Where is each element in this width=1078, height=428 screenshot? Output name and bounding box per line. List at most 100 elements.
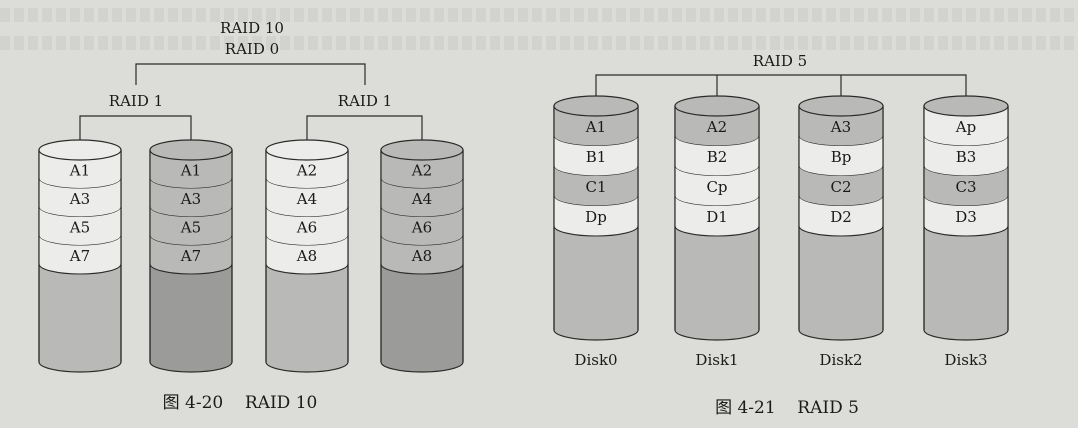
- raid5-caption: 图 4-21 RAID 5: [715, 398, 859, 418]
- disk-block: [39, 235, 121, 274]
- disk-block: [381, 150, 463, 189]
- raid1-connector-right: [306, 115, 423, 142]
- disk-block-divider: [38, 206, 122, 218]
- disk-block-divider: [798, 135, 884, 147]
- disk-block-label: C1: [585, 178, 606, 196]
- disk-block-divider: [380, 235, 464, 247]
- disk-block-divider: [265, 206, 349, 218]
- disk-block-label: A7: [180, 247, 201, 265]
- disk-top: [38, 139, 122, 161]
- disk-block-label: Dp: [585, 208, 607, 226]
- raid5-connector: [595, 74, 967, 97]
- raid1-label-right: RAID 1: [338, 92, 392, 110]
- disk-block-divider: [798, 225, 884, 237]
- disk-label: Disk1: [695, 351, 738, 369]
- disk-block-label: B3: [956, 148, 977, 166]
- disk-block-divider: [674, 195, 760, 207]
- disk-block-label: A5: [69, 218, 90, 236]
- disk-block-label: A1: [585, 118, 606, 136]
- disk-block: [554, 196, 638, 236]
- disk-top: [265, 139, 349, 161]
- disk-block: [266, 235, 348, 274]
- disk-block: [924, 106, 1008, 146]
- disk-block-label: A2: [411, 161, 432, 179]
- disk-block-divider: [923, 225, 1009, 237]
- disk-block-divider: [674, 225, 760, 237]
- disk-block-divider: [38, 235, 122, 247]
- disk-block-label: C3: [955, 178, 976, 196]
- disk-label: Disk3: [944, 351, 987, 369]
- disk-top: [923, 95, 1009, 117]
- disk-block: [799, 166, 883, 206]
- disk-block: [150, 235, 232, 274]
- disk-block: [924, 196, 1008, 236]
- disk-block: [39, 207, 121, 246]
- disk-block: [150, 178, 232, 217]
- raid0-title: RAID 0: [225, 40, 279, 58]
- disk-block-label: A4: [411, 190, 432, 208]
- disk-block: [39, 150, 121, 189]
- disk-block-divider: [553, 135, 639, 147]
- disk-block-divider: [149, 235, 233, 247]
- disk-top: [380, 139, 464, 161]
- disk-block: [266, 207, 348, 246]
- disk-block-divider: [265, 263, 349, 275]
- disk-top: [553, 95, 639, 117]
- disk-block-divider: [149, 263, 233, 275]
- raid1-connector-left: [79, 115, 192, 142]
- raid0-connector: [135, 63, 366, 85]
- disk-block-label: A8: [296, 247, 317, 265]
- disk-block-divider: [923, 165, 1009, 177]
- disk-block: [675, 136, 759, 176]
- disk-block: [381, 178, 463, 217]
- disk-block-label: A2: [706, 118, 727, 136]
- disk-block: [554, 136, 638, 176]
- disk-block: [554, 106, 638, 146]
- disk-block-divider: [380, 263, 464, 275]
- background-faded-text: [0, 0, 1078, 70]
- disk-block: [799, 196, 883, 236]
- disk-block-divider: [798, 195, 884, 207]
- disk-block: [381, 235, 463, 274]
- disk-block-divider: [149, 178, 233, 190]
- disk-block-label: C2: [830, 178, 851, 196]
- disk-block-label: A1: [180, 161, 201, 179]
- disk-block: [799, 106, 883, 146]
- disk-block: [39, 178, 121, 217]
- disk-block-label: A6: [296, 218, 317, 236]
- raid10-title: RAID 10: [220, 19, 284, 37]
- disk-block-label: B1: [586, 148, 607, 166]
- disk-block: [675, 166, 759, 206]
- disk-block-divider: [38, 263, 122, 275]
- raid5-title: RAID 5: [753, 52, 807, 70]
- disk-block-divider: [149, 206, 233, 218]
- disk-block-divider: [923, 135, 1009, 147]
- disk-block-label: A3: [830, 118, 851, 136]
- disk-block-label: D3: [955, 208, 977, 226]
- disk-block: [675, 196, 759, 236]
- disk-block: [150, 150, 232, 189]
- disk-top: [674, 95, 760, 117]
- raid10-figure: RAID 10 RAID 0 RAID 1 RAID 1 A1A3A5A7A1A…: [38, 19, 464, 413]
- disk-block-divider: [674, 135, 760, 147]
- disk-block-label: B2: [707, 148, 728, 166]
- disk-block-label: D1: [706, 208, 728, 226]
- raid5-figure: RAID 5 A1B1C1DpDisk0A2B2CpD1Disk1A3BpC2D…: [553, 52, 1009, 418]
- disk-block-label: D2: [830, 208, 852, 226]
- disk-block: [266, 178, 348, 217]
- disk-block: [266, 150, 348, 189]
- disk-block-label: A6: [411, 218, 432, 236]
- disk-block-label: A5: [180, 218, 201, 236]
- disk-block-label: A2: [296, 161, 317, 179]
- disk-block: [924, 136, 1008, 176]
- raid1-label-left: RAID 1: [109, 92, 163, 110]
- disk-block: [381, 207, 463, 246]
- disk-block-label: Ap: [955, 118, 976, 136]
- disk-block-divider: [38, 178, 122, 190]
- disk-block: [554, 166, 638, 206]
- disk-block-divider: [923, 195, 1009, 207]
